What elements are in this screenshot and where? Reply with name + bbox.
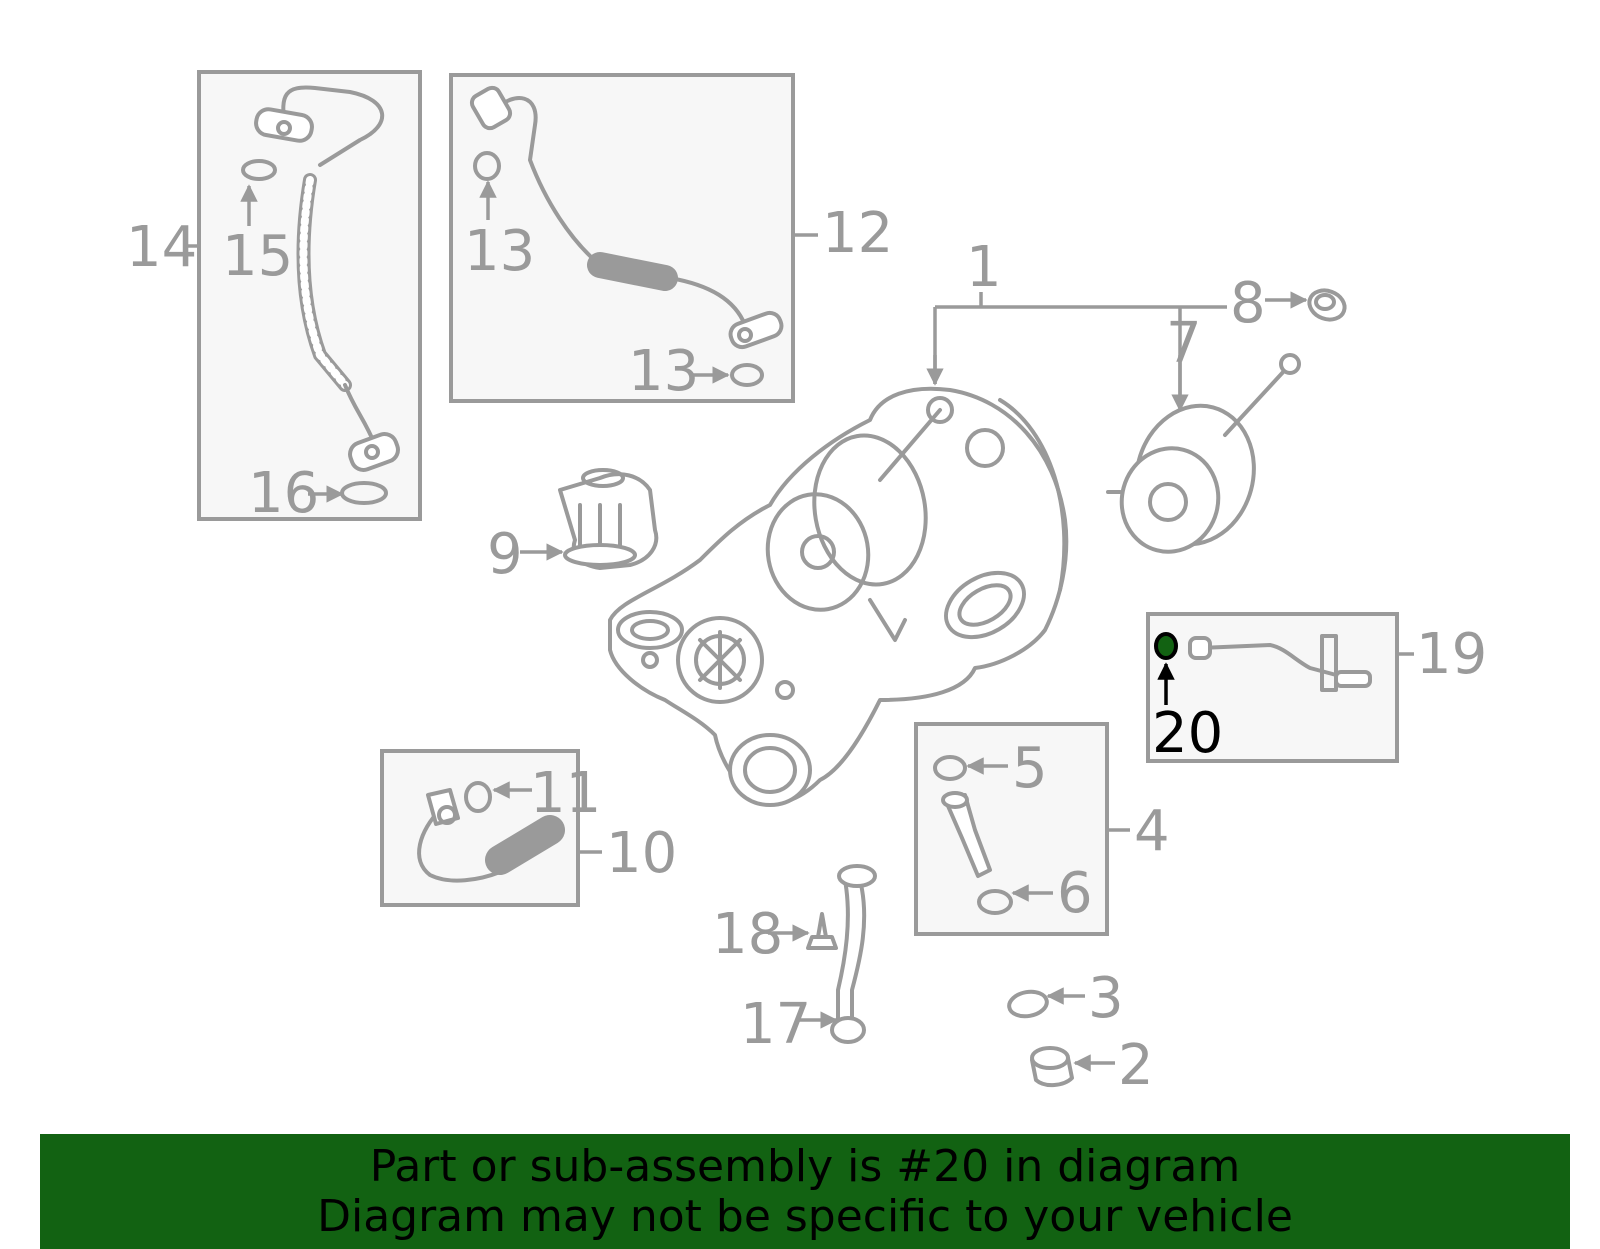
part-4-box (914, 722, 1109, 936)
callout-8: 8 (1230, 271, 1266, 336)
part-18-bolt (806, 912, 838, 950)
part-3-seal (1007, 989, 1049, 1019)
callout-19: 19 (1416, 622, 1487, 687)
wastegate-actuator (1106, 353, 1301, 554)
banner-line-1: Part or sub-assembly is #20 in diagram (369, 1141, 1241, 1192)
callout-2: 2 (1118, 1033, 1154, 1098)
callout-6: 6 (1057, 861, 1093, 926)
part-17-pipe (830, 864, 877, 1044)
oil-return-line-box (449, 73, 795, 403)
callout-17: 17 (740, 992, 811, 1057)
callout-1: 1 (966, 235, 1002, 300)
callout-7: 7 (1166, 311, 1202, 376)
callout-16: 16 (248, 461, 319, 526)
callout-13-top: 13 (464, 219, 535, 284)
callout-12: 12 (822, 201, 893, 266)
callout-13-bottom: 13 (628, 339, 699, 404)
part-2-plug (1030, 1046, 1074, 1087)
banner-line-2: Diagram may not be specific to your vehi… (317, 1191, 1293, 1242)
part-10-box (380, 749, 580, 907)
highlighted-part-20[interactable] (1154, 632, 1178, 660)
part-9-housing (558, 468, 659, 570)
info-banner: Part or sub-assembly is #20 in diagram D… (40, 1134, 1570, 1249)
callout-11: 11 (530, 761, 601, 826)
callout-4: 4 (1134, 799, 1170, 864)
part-8-cap (1307, 288, 1347, 322)
callout-14: 14 (126, 215, 197, 280)
callout-10: 10 (606, 821, 677, 886)
oil-feed-line-box (197, 70, 422, 521)
callout-20: 20 (1152, 701, 1223, 766)
callout-5: 5 (1012, 736, 1048, 801)
callout-9: 9 (487, 522, 523, 587)
coolant-line-box (1146, 612, 1399, 763)
callout-3: 3 (1088, 966, 1124, 1031)
turbocharger-assembly (608, 386, 1069, 807)
callout-15: 15 (222, 224, 293, 289)
